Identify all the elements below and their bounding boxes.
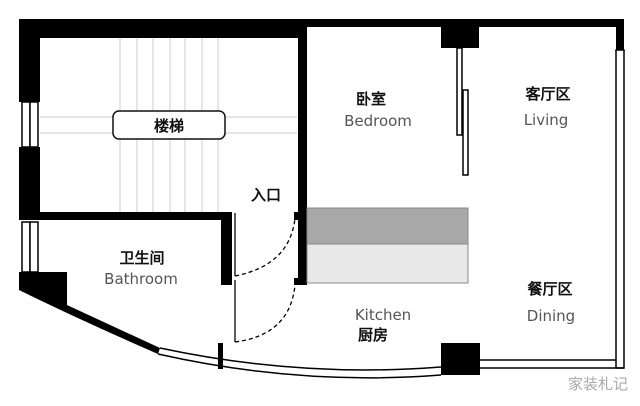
kitchen-label-en: Kitchen: [355, 306, 411, 324]
bathroom-label-en: Bathroom: [104, 270, 178, 288]
bathroom-label-cn: 卫生间: [119, 249, 164, 267]
watermark: 家装札记: [568, 375, 628, 393]
bedroom-label-cn: 卧室: [356, 90, 386, 108]
stairs-label-box: [112, 110, 226, 140]
living-label-en: Living: [524, 111, 569, 129]
windows: [21, 49, 625, 379]
dining-label-en: Dining: [527, 307, 575, 325]
kitchen-counter-top: [306, 207, 469, 245]
entrance-doors: [234, 213, 296, 343]
stairs-label: 楼梯: [154, 117, 184, 135]
bedroom-label-en: Bedroom: [344, 112, 412, 130]
sliding-door: [456, 47, 463, 136]
living-label-cn: 客厅区: [524, 85, 570, 103]
kitchen-label-cn: 厨房: [358, 326, 388, 344]
dining-label-cn: 餐厅区: [527, 280, 572, 298]
sliding-door: [462, 89, 469, 176]
kitchen-counter: [306, 243, 469, 284]
walls: [19, 19, 624, 375]
entrance-label: 入口: [251, 186, 281, 204]
